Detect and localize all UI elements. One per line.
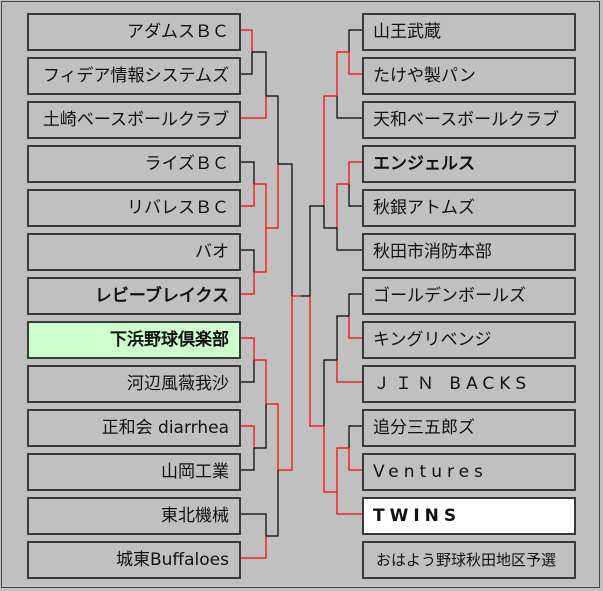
team-left-11: 山岡工業	[27, 453, 241, 491]
team-left-1: アダムスＢＣ	[27, 13, 241, 51]
line-l-d	[241, 96, 267, 119]
line-l-w	[266, 470, 279, 537]
line-l-p	[254, 359, 267, 404]
line-r-u	[323, 426, 337, 493]
team-right-6: 秋田市消防本部	[362, 233, 576, 271]
line-l-c	[252, 51, 267, 96]
line-r-t	[336, 492, 362, 515]
line-r-s	[336, 447, 349, 492]
team-left-9: 河辺風薇我沙	[27, 365, 241, 403]
line-r-o	[336, 360, 362, 383]
line-l-a	[241, 29, 253, 52]
line-r-a	[348, 29, 362, 52]
team-right-1: 山王武蔵	[362, 13, 576, 51]
line-l-l	[266, 164, 279, 229]
line-r-q	[348, 425, 362, 448]
line-l-e	[266, 95, 279, 164]
team-left-10: 正和会 diarrhea	[27, 409, 241, 447]
line-l-o	[241, 360, 255, 383]
team-left-13: 城東Buffaloes	[27, 541, 241, 579]
line-r-p	[323, 359, 337, 426]
line-l-r	[241, 448, 255, 471]
team-left-7: レビーブレイクス	[27, 277, 241, 315]
line-l-t	[266, 403, 279, 470]
line-r-m	[348, 316, 362, 339]
line-r-g	[348, 184, 362, 207]
line-l-i	[241, 249, 255, 272]
line-r-h	[336, 183, 349, 228]
line-l-b	[241, 52, 253, 75]
team-left-2: フィデア情報システムズ	[27, 57, 241, 95]
team-right-5: 秋銀アトムズ	[362, 189, 576, 227]
team-left-12: 東北機械	[27, 497, 241, 535]
line-r-f	[348, 161, 362, 184]
team-left-8-highlighted: 下浜野球倶楽部	[27, 321, 241, 359]
team-right-11: Ventures	[362, 453, 576, 491]
team-left-3: 土崎ベースボールクラブ	[27, 101, 241, 139]
team-right-4: エンジェルス	[362, 145, 576, 183]
team-right-12: TWINS	[362, 497, 576, 535]
line-r-e	[323, 95, 337, 206]
line-r-l	[348, 293, 362, 316]
line-r-d	[336, 96, 362, 119]
team-left-5: リバレスＢＣ	[27, 189, 241, 227]
team-right-8: キングリベンジ	[362, 321, 576, 359]
line-l-h	[254, 183, 267, 228]
team-right-3: 天和ベースボールクラブ	[362, 101, 576, 139]
line-r-r	[348, 448, 362, 471]
line-l-k	[254, 228, 267, 273]
team-right-2: たけや製パン	[362, 57, 576, 95]
team-right-9: ＪＩＮ BACKS	[362, 365, 576, 403]
team-right-7: ゴールデンボールズ	[362, 277, 576, 315]
line-l-v	[241, 536, 267, 559]
line-l-u	[241, 513, 267, 536]
team-right-10: 追分三五郎ズ	[362, 409, 576, 447]
line-l-q	[241, 425, 255, 448]
line-r-n	[336, 315, 349, 360]
line-r-c	[336, 51, 349, 96]
line-l-g	[241, 184, 255, 207]
line-r-b	[348, 52, 362, 75]
line-l-x	[278, 296, 293, 471]
line-r-j	[323, 206, 337, 229]
line-r-i	[336, 228, 362, 251]
tournament-caption: おはよう野球秋田地区予選	[362, 541, 576, 579]
line-l-j	[241, 272, 255, 295]
line-l-m	[278, 163, 293, 296]
line-l-f	[241, 161, 255, 184]
line-l-n	[241, 337, 255, 360]
team-left-4: ライズＢＣ	[27, 145, 241, 183]
line-r-v	[309, 296, 324, 427]
line-l-s	[254, 404, 267, 449]
team-left-6: バオ	[27, 233, 241, 271]
line-r-k	[309, 205, 324, 296]
